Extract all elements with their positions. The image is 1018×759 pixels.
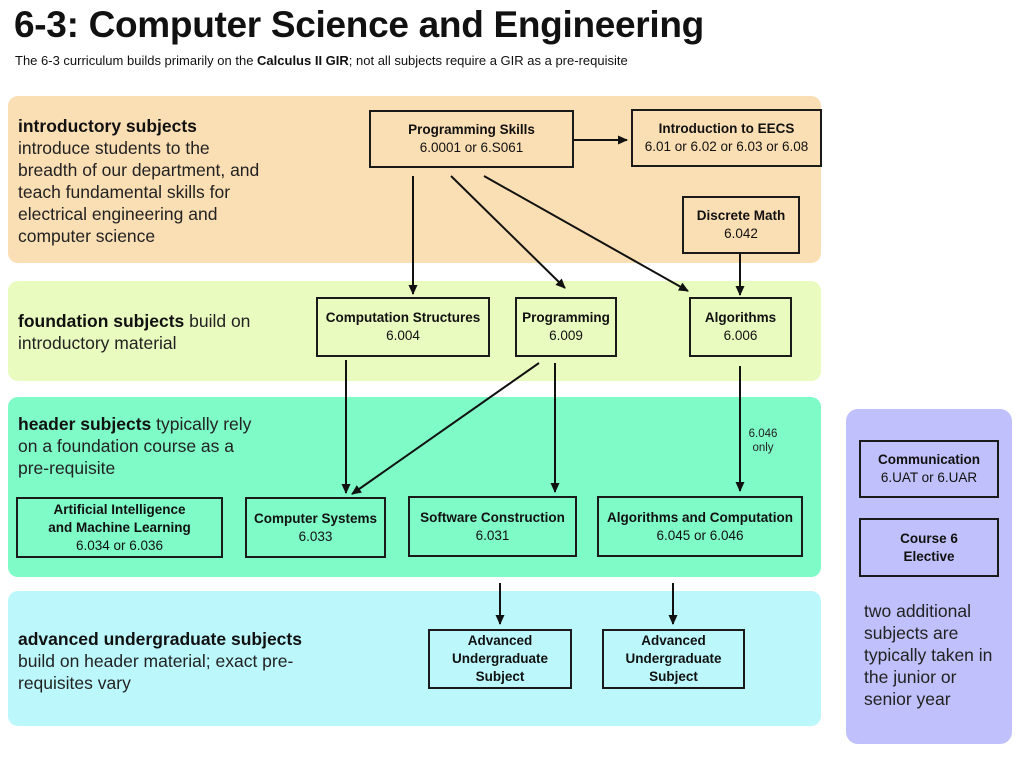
- subject-code: 6.004: [386, 328, 420, 343]
- subject-line1: Advanced: [467, 633, 533, 648]
- introductory-heading: introductory subjects: [18, 116, 197, 136]
- subject-code: 6.01 or 6.02 or 6.03 or 6.08: [644, 139, 809, 154]
- subject-discrete-math[interactable]: Discrete Math 6.042: [682, 196, 800, 254]
- header-text-post: foundation course as a pre-requisite: [18, 436, 234, 478]
- subject-ai-ml[interactable]: Artificial Intelligence and Machine Lear…: [16, 497, 223, 558]
- subject-name: Communication: [877, 452, 980, 467]
- page-title: 6-3: Computer Science and Engineering: [14, 4, 704, 45]
- advanced-text: build on header material; exact pre-requ…: [18, 651, 294, 693]
- subject-name: Discrete Math: [696, 208, 786, 223]
- advanced-heading: advanced undergraduate subjects: [18, 629, 302, 649]
- introductory-description: introductory subjects introduce students…: [18, 115, 268, 247]
- subject-advanced-undergraduate-1[interactable]: Advanced Undergraduate Subject: [428, 629, 572, 689]
- subject-name-line1: Artificial Intelligence: [53, 501, 186, 517]
- subject-code: 6.045 or 6.046: [656, 527, 744, 543]
- only-046-note: 6.046 only: [742, 427, 784, 455]
- subject-code: 6.042: [724, 226, 758, 241]
- only-046-line1: 6.046: [748, 428, 778, 440]
- subject-code: 6.031: [475, 527, 510, 543]
- header-text-a: a: [42, 436, 53, 456]
- subject-computer-systems[interactable]: Computer Systems 6.033: [245, 497, 386, 558]
- subject-line3: Subject: [475, 669, 525, 684]
- subject-programming-skills[interactable]: Programming Skills 6.0001 or 6.S061: [369, 110, 574, 168]
- subtitle-post: ; not all subjects require a GIR as a pr…: [348, 53, 628, 68]
- foundation-description: foundation subjects build on introductor…: [18, 310, 258, 354]
- foundation-text: build on introductory material: [18, 311, 251, 353]
- subtitle-bold: Calculus II GIR: [257, 53, 349, 68]
- subject-intro-eecs[interactable]: Introduction to EECS 6.01 or 6.02 or 6.0…: [631, 109, 822, 167]
- subject-algorithms[interactable]: Algorithms 6.006: [689, 297, 792, 357]
- subject-communication[interactable]: Communication 6.UAT or 6.UAR: [859, 440, 999, 498]
- subject-name: Algorithms and Computation: [607, 509, 793, 525]
- subject-name: Software Construction: [420, 509, 565, 525]
- subject-name: Programming: [522, 310, 610, 325]
- subject-line2: Elective: [903, 548, 955, 564]
- subject-programming[interactable]: Programming 6.009: [515, 297, 617, 357]
- subject-advanced-undergraduate-2[interactable]: Advanced Undergraduate Subject: [602, 629, 745, 689]
- subject-code: 6.UAT or 6.UAR: [880, 470, 978, 485]
- subject-line1: Course 6: [900, 530, 958, 546]
- subject-name: Introduction to EECS: [658, 121, 795, 136]
- subtitle-pre: The 6-3 curriculum builds primarily on t…: [15, 53, 258, 68]
- subject-line3: Subject: [649, 669, 698, 684]
- subject-line1: Advanced: [641, 633, 706, 648]
- only-046-line2: only: [752, 442, 774, 454]
- header-heading: header subjects: [18, 414, 152, 434]
- subject-code: 6.0001 or 6.S061: [419, 140, 524, 155]
- subject-algorithms-and-computation[interactable]: Algorithms and Computation 6.045 or 6.04…: [597, 496, 803, 557]
- foundation-heading: foundation subjects: [18, 311, 185, 331]
- subject-name: Programming Skills: [408, 122, 535, 137]
- electives-description: two additional subjects are typically ta…: [864, 601, 993, 709]
- subject-software-construction[interactable]: Software Construction 6.031: [408, 496, 577, 557]
- subject-course6-elective[interactable]: Course 6 Elective: [859, 518, 999, 577]
- subject-computation-structures[interactable]: Computation Structures 6.004: [316, 297, 490, 357]
- advanced-description: advanced undergraduate subjects build on…: [18, 628, 328, 694]
- subject-code: 6.006: [723, 328, 758, 343]
- subject-code: 6.034 or 6.036: [75, 537, 164, 553]
- subject-name-line2: and Machine Learning: [48, 519, 191, 535]
- page-subtitle: The 6-3 curriculum builds primarily on t…: [15, 53, 628, 68]
- subject-name: Algorithms: [704, 310, 777, 325]
- header-text-pre: typically rely on: [18, 414, 252, 456]
- subject-line2: Undergraduate: [625, 651, 722, 666]
- advanced-band: [8, 591, 821, 726]
- subject-code: 6.033: [298, 528, 333, 544]
- header-description: header subjects typically rely on a foun…: [18, 413, 258, 479]
- subject-code: 6.009: [549, 328, 583, 343]
- subject-name: Computer Systems: [253, 510, 378, 526]
- subject-name: Computation Structures: [325, 310, 481, 325]
- introductory-text: introduce students to the breadth of our…: [18, 138, 260, 246]
- subject-line2: Undergraduate: [451, 651, 549, 666]
